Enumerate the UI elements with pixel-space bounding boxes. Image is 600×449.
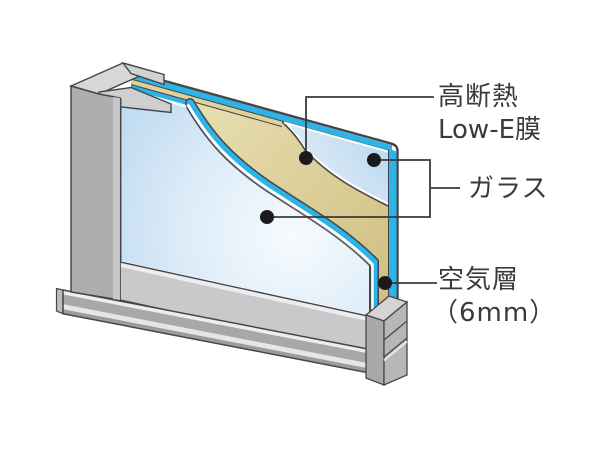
head-cap-outer-flange — [121, 61, 165, 86]
post-inner-light-strip — [113, 97, 120, 300]
glass-label: ガラス — [468, 174, 549, 204]
air-layer-label-line2: （6mm） — [432, 298, 557, 328]
sill-upper-band — [63, 294, 373, 365]
corner-block-left-face — [365, 314, 385, 386]
low-e-callout-dot — [299, 151, 313, 165]
air-layer-label-line1: 空気層 — [438, 265, 520, 295]
sill-mid-highlight — [63, 304, 373, 370]
corner-block-step-highlight — [383, 340, 408, 362]
front-pane-cut-edge-cyan — [186, 99, 378, 317]
low-e-leader-line — [305, 96, 434, 158]
sill-top-highlight — [63, 290, 373, 355]
front-pane-cut-edge-underline — [186, 107, 372, 316]
front-glass-pane-face — [121, 88, 374, 316]
front-pane-cut-edge-highlight — [186, 103, 374, 317]
low-e-film-surface — [190, 95, 390, 317]
post-front-face — [70, 85, 121, 301]
glass-leader-bracket — [267, 159, 460, 218]
sill-lower-band — [63, 309, 373, 374]
sill-end-face — [55, 287, 64, 315]
low-e-film-label-line2: Low-E膜 — [438, 115, 542, 145]
band-separator-line-2 — [130, 84, 283, 128]
rear-pane-right-edge — [388, 148, 397, 300]
corner-block-step-line-1 — [383, 320, 408, 341]
air-layer-callout-dot — [378, 276, 392, 290]
corner-block-step-line-2 — [383, 337, 408, 358]
unit-outer-outline — [130, 70, 399, 299]
rear-glass-pane-face — [282, 121, 389, 207]
low-e-film-label-line1: 高断熱 — [438, 82, 520, 112]
rear-glass-callout-dot — [367, 153, 381, 167]
film-cut-edge-highlight — [281, 118, 391, 206]
corner-block-right-face — [383, 300, 408, 386]
bottom-rail-top-highlight — [120, 262, 372, 322]
rear-pane-top-edge — [131, 72, 392, 152]
rear-pane-inner-highlight — [283, 121, 389, 153]
front-pane-top-edge — [131, 84, 190, 106]
front-glass-callout-dot — [260, 210, 274, 224]
air-gap-top-band — [131, 79, 282, 127]
bottom-rail-face — [120, 262, 372, 355]
low-e-film-label: 高断熱 Low-E膜 — [438, 81, 541, 147]
air-layer-label: 空気層 （6mm） — [432, 264, 556, 330]
